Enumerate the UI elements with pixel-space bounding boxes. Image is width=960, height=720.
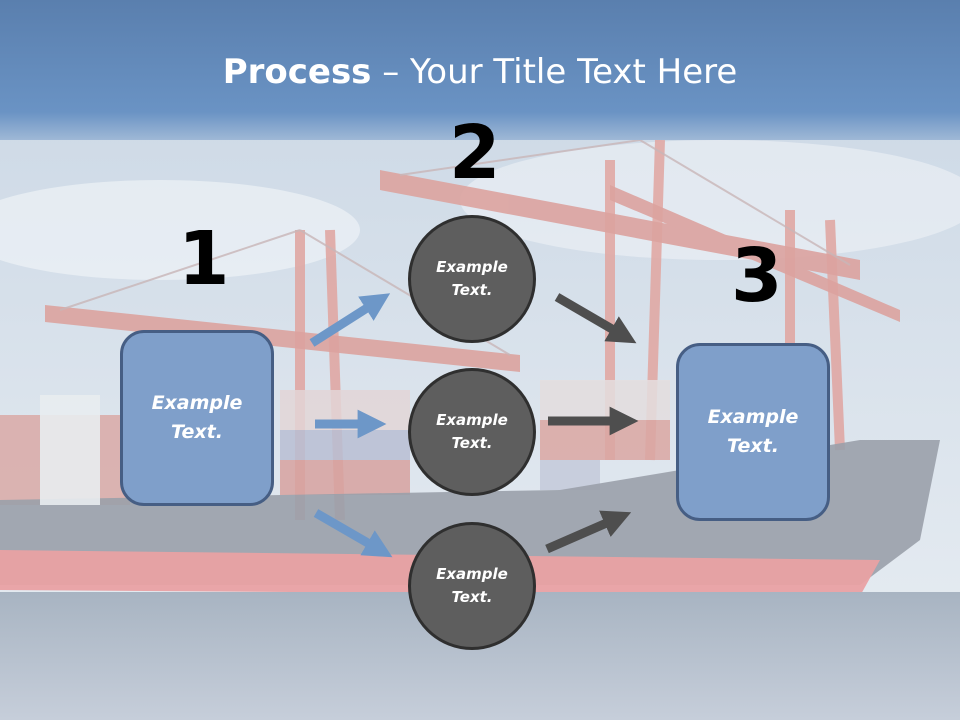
- title-bold: Process: [222, 52, 372, 92]
- step-box-3-text: Example Text.: [707, 406, 799, 457]
- step-number-3: 3: [731, 233, 783, 319]
- circle-top[interactable]: Example Text.: [408, 215, 536, 343]
- arrow-box1-to-circle-top: [309, 293, 391, 347]
- step-box-1[interactable]: Example Text.: [120, 330, 274, 506]
- circle-bottom[interactable]: Example Text.: [408, 522, 536, 650]
- title-rest: – Your Title Text Here: [371, 52, 738, 92]
- circle-middle-text: Example Text.: [436, 411, 508, 452]
- step-box-1-text: Example Text.: [151, 392, 243, 443]
- circle-middle[interactable]: Example Text.: [408, 368, 536, 496]
- step-number-1: 1: [178, 216, 230, 302]
- step-number-2: 2: [449, 110, 501, 196]
- arrow-circle-top-to-box3: [554, 293, 637, 344]
- arrow-box1-to-circle-bottom: [313, 509, 393, 558]
- slide-title: Process – Your Title Text Here: [0, 52, 960, 92]
- arrow-circle-bottom-to-box3: [545, 510, 632, 554]
- step-box-3[interactable]: Example Text.: [676, 343, 830, 521]
- circle-top-text: Example Text.: [436, 258, 508, 299]
- circle-bottom-text: Example Text.: [436, 565, 508, 606]
